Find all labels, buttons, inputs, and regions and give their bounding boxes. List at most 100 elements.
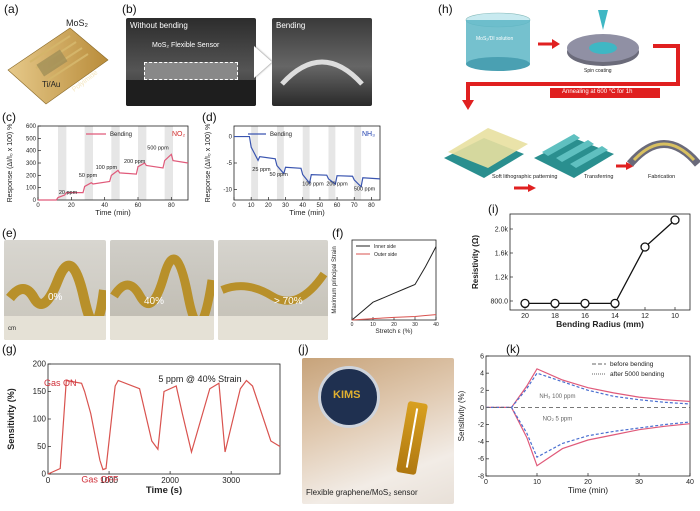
legend-label: Inner side xyxy=(374,244,396,250)
y-axis-label: Resistivity (Ω) xyxy=(471,235,480,289)
series-line xyxy=(525,219,676,305)
fabrication-label: Fabrication xyxy=(648,174,676,180)
series-line xyxy=(47,379,281,475)
kims-logo-text: KIMS xyxy=(333,389,361,401)
x-tick-label: 40 xyxy=(299,203,306,209)
y-tick-label: 500 xyxy=(26,136,37,142)
annotation: NH₃ 100 ppm xyxy=(539,394,575,400)
photo-without-bending: Without bending MoS₂ Flexible Sensor xyxy=(126,18,256,106)
series-line xyxy=(486,406,691,467)
annotation: 500 ppm xyxy=(354,186,376,192)
y-tick-label: -8 xyxy=(478,473,484,480)
y-tick-label: 100 xyxy=(33,415,47,424)
x-tick-label: 40 xyxy=(101,203,108,209)
annotation: 50 ppm xyxy=(269,172,288,178)
exposure-window xyxy=(276,126,284,200)
annotation: Gas ON xyxy=(44,378,77,388)
x-axis-label: Stretch ε (%) xyxy=(375,328,412,335)
x-tick-label: 30 xyxy=(282,203,289,209)
photo-stretch-70: > 70% xyxy=(218,240,328,340)
arrow-icon xyxy=(254,46,272,78)
y-axis-label: Response (ΔI/I₀ x 100) % xyxy=(205,124,212,203)
bending-label: Bending xyxy=(276,21,306,30)
annotation: 50 ppm xyxy=(79,173,98,179)
exposure-window xyxy=(58,126,67,200)
y-tick-label: 1.6k xyxy=(495,250,509,257)
legend-label: Bending xyxy=(270,132,292,138)
legend-label: before bending xyxy=(610,361,654,368)
photo-stretch-40: 40% xyxy=(110,240,214,340)
sensor-label: MoS₂ Flexible Sensor xyxy=(152,42,220,49)
x-tick-label: 0 xyxy=(484,479,488,486)
panel-b: (b) Without bending MoS₂ Flexible Sensor… xyxy=(118,0,373,108)
transfer-label: Transferring xyxy=(584,174,614,180)
legend-label: after 5000 bending xyxy=(610,371,665,378)
panel-label-j: (j) xyxy=(298,342,309,356)
x-tick-label: 2000 xyxy=(161,476,179,485)
x-tick-label: 10 xyxy=(370,322,376,328)
x-tick-label: 20 xyxy=(584,479,592,486)
x-tick-label: 30 xyxy=(412,322,418,328)
y-axis-label: Response (ΔI/I₀ x 100) % xyxy=(7,124,14,203)
y-axis-label: Maximum principal Strain xyxy=(332,246,338,313)
data-point xyxy=(670,215,680,225)
y-tick-label: 0 xyxy=(33,198,37,204)
x-tick-label: 18 xyxy=(551,313,559,320)
annotation: 100 ppm xyxy=(96,165,118,171)
exposure-window xyxy=(354,126,362,200)
x-tick-label: 0 xyxy=(46,476,51,485)
x-tick-label: 40 xyxy=(686,479,694,486)
y-tick-label: 150 xyxy=(33,387,47,396)
panel-label-b: (b) xyxy=(122,2,137,16)
series-line xyxy=(234,135,381,189)
spin-coating-label: Spin coating xyxy=(584,68,612,74)
panel-e: (e) 0% cm 40% > 70% xyxy=(0,226,330,341)
exposure-window xyxy=(84,126,93,200)
x-tick-label: 80 xyxy=(168,203,175,209)
stretch-0-label: 0% xyxy=(48,292,63,303)
without-bending-label: Without bending xyxy=(130,21,188,30)
y-tick-label: 300 xyxy=(26,161,37,167)
annotation: 200 ppm xyxy=(326,182,348,188)
data-point xyxy=(610,298,620,309)
panel-label-k: (k) xyxy=(506,342,520,356)
x-tick-label: 50 xyxy=(317,203,324,209)
x-tick-label: 3000 xyxy=(222,476,240,485)
annotation: 25 ppm xyxy=(252,167,271,173)
data-point xyxy=(550,298,560,309)
annealing-label: Annealing at 600 °C for 1h xyxy=(562,89,633,95)
y-tick-label: 6 xyxy=(480,353,484,360)
x-tick-label: 30 xyxy=(635,479,643,486)
fabrication-diagram xyxy=(444,10,700,192)
x-tick-label: 40 xyxy=(433,322,439,328)
x-tick-label: 60 xyxy=(334,203,341,209)
y-tick-label: 50 xyxy=(37,442,46,451)
annotation: 100 ppm xyxy=(302,182,324,188)
series-line xyxy=(486,406,691,458)
panel-a: (a) MoS₂ Ti/Au Polyimide xyxy=(0,0,112,110)
y-tick-label: 0 xyxy=(229,135,233,141)
sensor-caption: Flexible graphene/MoS₂ sensor xyxy=(306,488,418,497)
panel-label-d: (d) xyxy=(202,110,217,124)
x-tick-label: 0 xyxy=(351,322,354,328)
legend-label: Bending xyxy=(110,132,132,138)
x-tick-label: 10 xyxy=(671,313,679,320)
y-tick-label: 600 xyxy=(26,124,37,130)
x-tick-label: 70 xyxy=(351,203,358,209)
y-tick-label: -6 xyxy=(478,456,484,463)
x-tick-label: 14 xyxy=(611,313,619,320)
panel-label-f: (f) xyxy=(332,226,344,240)
y-tick-label: -10 xyxy=(223,187,232,193)
x-tick-label: 60 xyxy=(135,203,142,209)
mos2-label: MoS₂ xyxy=(66,18,88,28)
x-tick-label: 0 xyxy=(232,203,236,209)
y-tick-label: 200 xyxy=(26,173,37,179)
photo-stretch-0: 0% cm xyxy=(4,240,106,340)
y-tick-label: 200 xyxy=(33,360,47,369)
y-tick-label: -2 xyxy=(478,422,484,429)
